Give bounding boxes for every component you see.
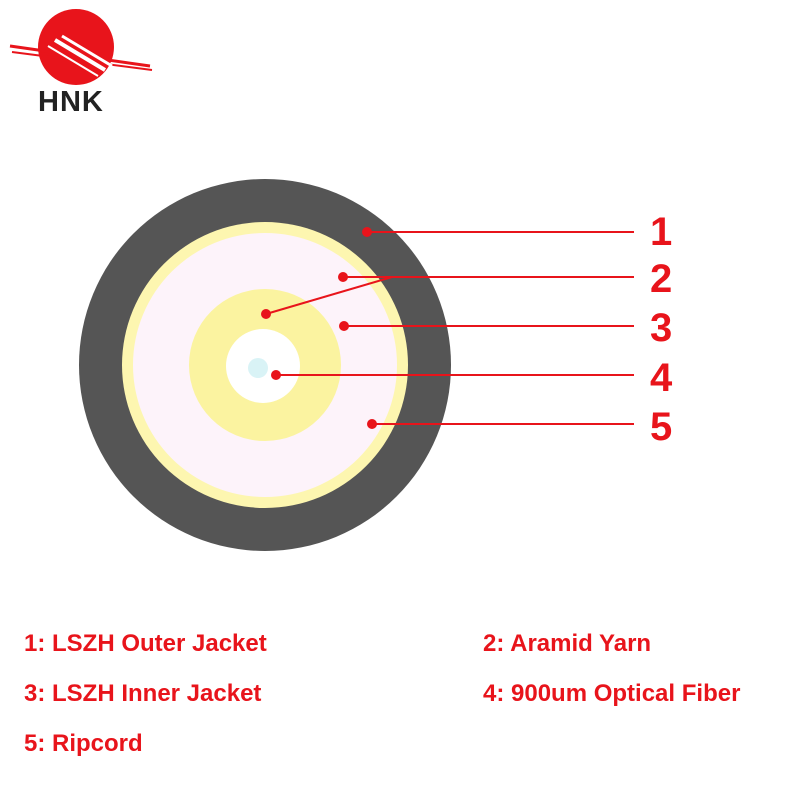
callout-line-2b: [265, 276, 393, 315]
callout-dot-2a: [338, 272, 348, 282]
hnk-logo: HNK: [0, 0, 160, 130]
logo-white-stripe-3: [47, 45, 99, 77]
logo-white-stripe: [53, 38, 107, 72]
callout-dot-3: [339, 321, 349, 331]
legend-item-1: 1: LSZH Outer Jacket: [24, 630, 267, 657]
logo-text: HNK: [38, 86, 104, 118]
callout-dot-1: [362, 227, 372, 237]
component-legend: 1: LSZH Outer Jacket 2: Aramid Yarn 3: L…: [0, 620, 800, 780]
callout-dot-2b: [261, 309, 271, 319]
callout-number-3: 3: [650, 306, 672, 350]
legend-item-2: 2: Aramid Yarn: [483, 630, 652, 657]
callout-dot-4: [271, 370, 281, 380]
logo-swoosh-line-lower: [11, 51, 153, 71]
legend-item-3: 3: LSZH Inner Jacket: [24, 680, 262, 707]
callout-number-4: 4: [650, 356, 673, 400]
callout-dot-5: [367, 419, 377, 429]
callout-number-5: 5: [650, 405, 672, 449]
callout-number-1: 1: [650, 210, 672, 254]
legend-item-5: 5: Ripcord: [24, 730, 143, 757]
fiber-core: [248, 358, 268, 378]
cable-cross-section-diagram: 1 2 3 4 5: [79, 179, 673, 551]
hnk-emblem: [9, 9, 153, 85]
callout-number-2: 2: [650, 257, 672, 301]
legend-item-4: 4: 900um Optical Fiber: [483, 680, 741, 707]
logo-white-stripe-2: [61, 34, 113, 68]
